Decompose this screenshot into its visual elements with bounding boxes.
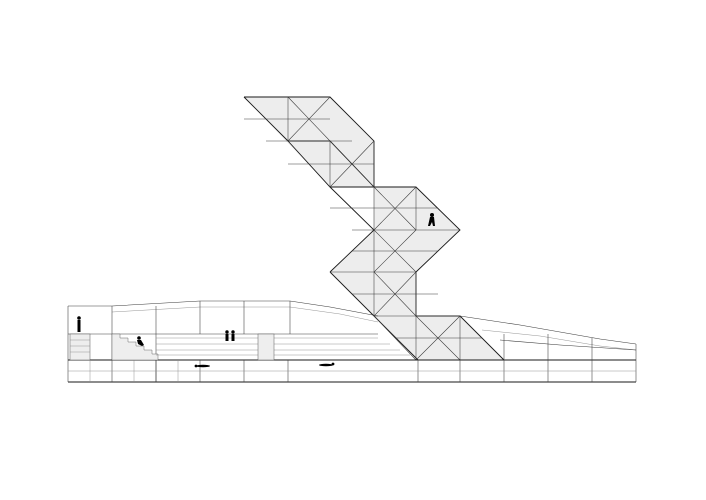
low-building <box>67 300 637 383</box>
service-core <box>69 333 275 361</box>
tower-members <box>244 96 482 361</box>
person-pair-seating <box>225 330 235 341</box>
ground-floor-glazing <box>68 360 636 382</box>
lattice-tower <box>243 96 505 361</box>
roof-canopy <box>68 300 637 351</box>
person-standing-deck <box>77 316 81 332</box>
person-upper-tower <box>428 213 435 226</box>
people-figures <box>77 316 335 368</box>
person-seated-stairs <box>137 336 144 346</box>
person-lying-right <box>319 362 335 367</box>
person-lying-left <box>194 364 210 368</box>
grandstand-seating <box>111 333 410 361</box>
